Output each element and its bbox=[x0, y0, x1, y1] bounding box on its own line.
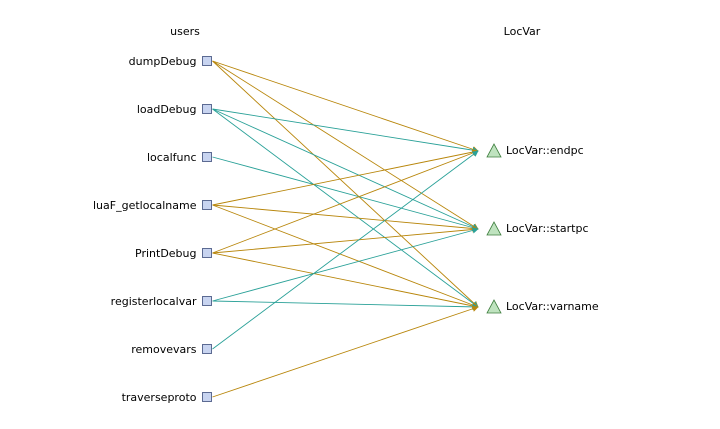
edge-luaF_getlocalname-to-varname bbox=[212, 204, 479, 308]
function-square-icon bbox=[202, 296, 212, 306]
edge-luaF_getlocalname-to-startpc bbox=[212, 204, 479, 232]
edge-PrintDebug-to-startpc bbox=[212, 226, 479, 254]
edge-luaF_getlocalname-to-endpc bbox=[212, 149, 479, 206]
user-node-label: PrintDebug bbox=[135, 247, 196, 260]
field-triangle-icon bbox=[486, 143, 502, 158]
user-node-label: removevars bbox=[131, 343, 197, 356]
user-node-localfunc[interactable]: localfunc bbox=[147, 151, 212, 164]
edges-layer bbox=[212, 60, 479, 398]
edge-traverseproto-to-varname bbox=[212, 305, 479, 398]
field-node-label: LocVar::endpc bbox=[506, 144, 584, 157]
users-column-header: users bbox=[170, 25, 200, 38]
edge-dumpDebug-to-varname bbox=[212, 60, 479, 308]
function-square-icon bbox=[202, 152, 212, 162]
function-square-icon bbox=[202, 104, 212, 114]
user-node-loadDebug[interactable]: loadDebug bbox=[137, 103, 212, 116]
edge-PrintDebug-to-varname bbox=[212, 252, 479, 309]
user-node-label: registerlocalvar bbox=[111, 295, 197, 308]
field-node-label: LocVar::varname bbox=[506, 300, 599, 313]
user-node-traverseproto[interactable]: traverseproto bbox=[122, 391, 212, 404]
user-node-luaF_getlocalname[interactable]: luaF_getlocalname bbox=[93, 199, 212, 212]
field-triangle-icon bbox=[486, 221, 502, 236]
function-square-icon bbox=[202, 392, 212, 402]
field-triangle-icon bbox=[486, 299, 502, 314]
users-layer: dumpDebug loadDebug localfunc luaF_getlocal… bbox=[93, 55, 212, 404]
edge-dumpDebug-to-startpc bbox=[212, 60, 479, 230]
function-square-icon bbox=[202, 344, 212, 354]
edge-loadDebug-to-endpc bbox=[212, 108, 479, 154]
user-node-registerlocalvar[interactable]: registerlocalvar bbox=[111, 295, 212, 308]
edge-PrintDebug-to-endpc bbox=[212, 150, 479, 254]
user-node-dumpDebug[interactable]: dumpDebug bbox=[129, 55, 212, 68]
field-node-startpc[interactable]: LocVar::startpc bbox=[486, 221, 589, 236]
edge-registerlocalvar-to-varname bbox=[212, 300, 479, 311]
user-node-label: traverseproto bbox=[122, 391, 197, 404]
user-node-label: luaF_getlocalname bbox=[93, 199, 197, 212]
function-square-icon bbox=[202, 56, 212, 66]
user-node-label: loadDebug bbox=[137, 103, 197, 116]
fields-layer: LocVar::endpcLocVar::startpcLocVar::varn… bbox=[486, 143, 599, 314]
edge-dumpDebug-to-endpc bbox=[212, 60, 479, 153]
field-node-varname[interactable]: LocVar::varname bbox=[486, 299, 599, 314]
locvar-column-header: LocVar bbox=[504, 25, 541, 38]
user-node-removevars[interactable]: removevars bbox=[131, 343, 212, 356]
function-square-icon bbox=[202, 248, 212, 258]
user-node-label: localfunc bbox=[147, 151, 197, 164]
edge-loadDebug-to-varname bbox=[212, 108, 479, 308]
user-node-PrintDebug[interactable]: PrintDebug bbox=[135, 247, 212, 260]
user-node-label: dumpDebug bbox=[129, 55, 197, 68]
edge-registerlocalvar-to-startpc bbox=[212, 227, 479, 302]
field-node-label: LocVar::startpc bbox=[506, 222, 589, 235]
edge-localfunc-to-startpc bbox=[212, 156, 479, 231]
function-square-icon bbox=[202, 200, 212, 210]
edge-removevars-to-endpc bbox=[212, 150, 479, 350]
field-node-endpc[interactable]: LocVar::endpc bbox=[486, 143, 584, 158]
edge-loadDebug-to-startpc bbox=[212, 108, 479, 230]
